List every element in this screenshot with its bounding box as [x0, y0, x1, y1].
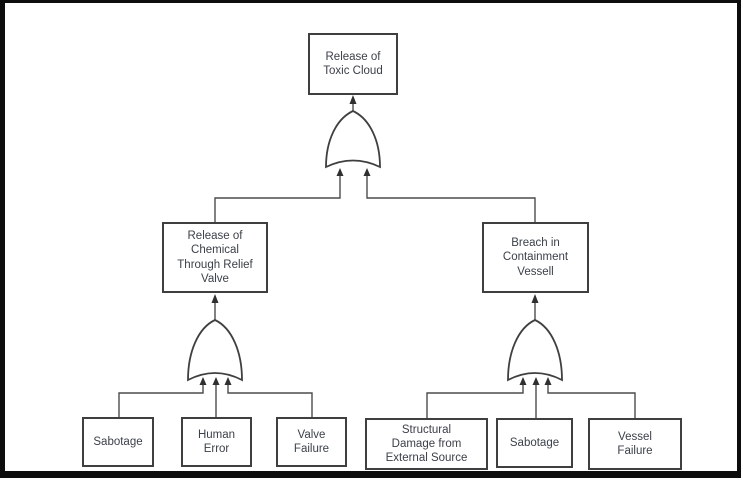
- arrowhead-right-output: [531, 294, 539, 303]
- arrowhead-left-input-1: [199, 377, 207, 385]
- arrowhead-top-input-1: [336, 168, 344, 176]
- arrowhead-top-input-2: [363, 168, 371, 176]
- connector-structural-damage: [426, 379, 524, 418]
- arrowhead-right-input-1: [519, 377, 527, 385]
- node-human-error: Human Error: [181, 417, 252, 467]
- connector-top-right: [366, 170, 536, 222]
- or-gate-left-icon: [187, 319, 243, 382]
- or-gate-right-icon: [507, 319, 563, 382]
- arrowhead-left-input-3: [224, 377, 232, 385]
- arrowhead-right-input-3: [544, 377, 552, 385]
- connector-vessel-failure: [547, 379, 636, 418]
- node-valve-failure: Valve Failure: [276, 417, 347, 467]
- connector-valve-failure: [227, 379, 313, 417]
- node-sabotage-right: Sabotage: [496, 418, 573, 468]
- arrowhead-left-input-2: [212, 377, 220, 385]
- arrowhead-left-output: [211, 294, 219, 303]
- node-release-of-toxic-cloud: Release of Toxic Cloud: [308, 33, 398, 95]
- connector-sabotage-left: [118, 379, 204, 417]
- node-vessel-failure: Vessel Failure: [588, 418, 682, 470]
- node-breach-in-containment-vessell: Breach in Containment Vessell: [482, 222, 589, 293]
- or-gate-top-icon: [325, 110, 381, 169]
- connector-top-left: [214, 170, 341, 222]
- arrowhead-top-output: [349, 95, 357, 104]
- node-sabotage-left: Sabotage: [82, 417, 154, 467]
- node-structural-damage-from-external-source: Structural Damage from External Source: [365, 418, 488, 470]
- arrowhead-right-input-2: [532, 377, 540, 385]
- node-release-of-chemical-through-relief-valve: Release of Chemical Through Relief Valve: [162, 222, 268, 293]
